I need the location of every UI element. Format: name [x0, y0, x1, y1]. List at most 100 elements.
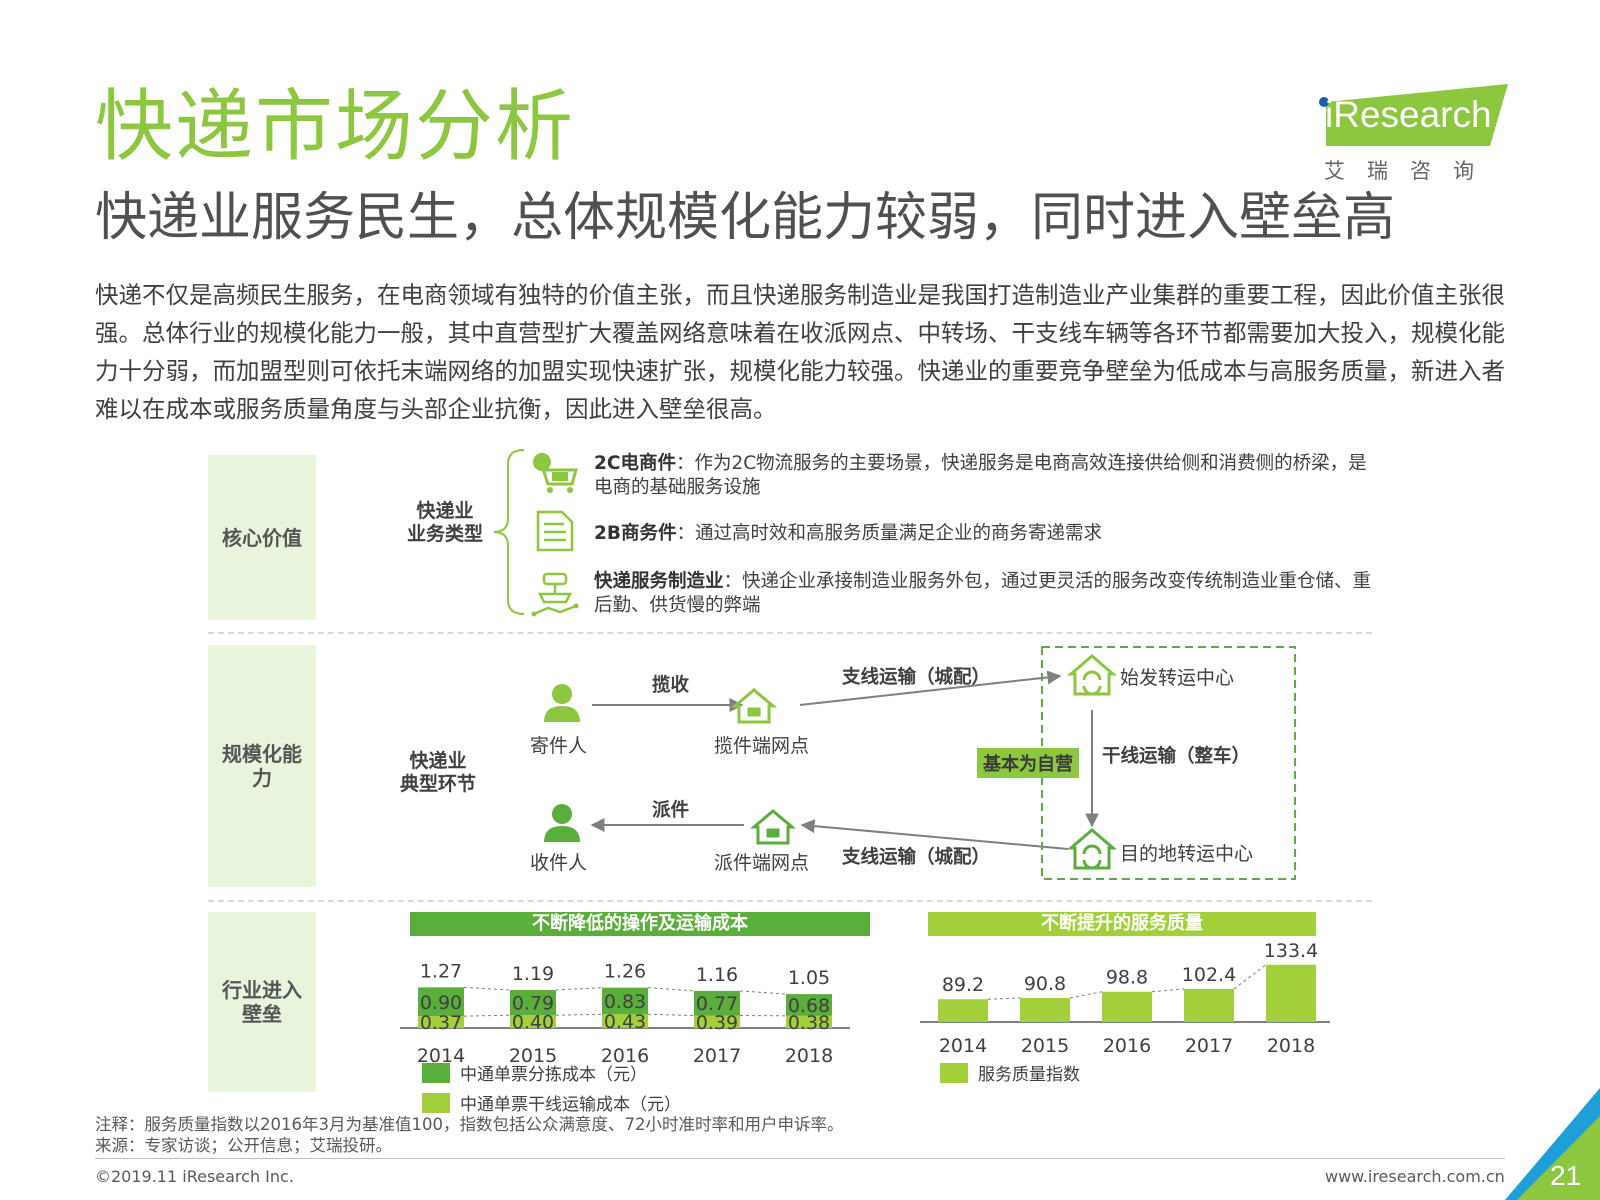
- bar-quality: [1020, 997, 1070, 1022]
- tick-label: 2015: [1021, 1035, 1069, 1057]
- bar-sorting: [786, 994, 832, 1016]
- brace-icon: [493, 449, 525, 615]
- branch-in-arrow: [800, 819, 1069, 850]
- pickup-point-label: 揽件端网点: [714, 735, 810, 757]
- deliver-label: 派件: [652, 800, 690, 821]
- tick-label: 2018: [1267, 1035, 1315, 1057]
- bar-quality: [1266, 964, 1316, 1022]
- data-label: 98.8: [1106, 967, 1148, 989]
- trunk-label: 干线运输（整车）: [1102, 746, 1251, 767]
- tick-label: 2018: [785, 1045, 833, 1067]
- connector-line: [463, 986, 511, 991]
- total-label: 1.05: [788, 967, 830, 989]
- tick-label: 2017: [693, 1045, 741, 1067]
- corner-decoration-icon: [1505, 1088, 1600, 1200]
- collect-label: 揽收: [652, 675, 690, 696]
- legend-label: 中通单票干线运输成本（元）: [460, 1095, 681, 1115]
- data-label: 0.83: [604, 991, 646, 1013]
- data-label: 133.4: [1264, 940, 1318, 962]
- logo-subtitle: 艾瑞咨询: [1324, 159, 1496, 183]
- branch-out-label: 支线运输（城配）: [842, 667, 991, 688]
- receiver-label: 收件人: [530, 852, 588, 874]
- data-label: 0.77: [696, 993, 738, 1015]
- delivery-point-icon: [749, 809, 797, 845]
- tick-label: 2014: [939, 1035, 987, 1057]
- data-label: 0.39: [696, 1012, 738, 1034]
- tick-label: 2015: [509, 1045, 557, 1067]
- cart-icon: [533, 453, 578, 493]
- legend-label: 中通单票分拣成本（元）: [460, 1065, 647, 1085]
- tick-label: 2014: [417, 1045, 465, 1067]
- business-type-label: 快递业 业务类型: [406, 500, 483, 545]
- total-label: 1.27: [420, 960, 462, 982]
- self-operated-box: [1041, 646, 1296, 880]
- bar-transport: [602, 1014, 648, 1028]
- page-title: 快递市场分析: [95, 82, 576, 172]
- bar-quality: [1102, 991, 1152, 1022]
- total-label: 1.26: [604, 961, 646, 983]
- footnote-note: 注释：服务质量指数以2016年3月为基准值100，指数包括公众满意度、72小时准…: [95, 1115, 844, 1134]
- bar-transport: [694, 1015, 740, 1028]
- pickup-point-icon: [730, 688, 778, 724]
- legend-item: 中通单票分拣成本（元）: [422, 1060, 647, 1085]
- tick-label: 2016: [1103, 1035, 1151, 1057]
- document-icon: [536, 510, 574, 552]
- total-label: 1.16: [696, 964, 738, 986]
- item-separator: ：: [723, 571, 743, 592]
- cost-chart-title: 不断降低的操作及运输成本: [410, 912, 870, 936]
- intro-paragraph: 快递不仅是高频民生服务，在电商领域有独特的价值主张，而且快递服务制造业是我国打造…: [95, 281, 1505, 423]
- item-separator: ：: [675, 453, 695, 474]
- total-label: 1.19: [512, 963, 554, 985]
- legend-item: 中通单票干线运输成本（元）: [422, 1090, 681, 1115]
- website: www.iresearch.com.cn: [1325, 1167, 1505, 1186]
- connector-line: [739, 990, 787, 995]
- bar-sorting: [602, 987, 648, 1015]
- copyright: ©2019.11 iResearch Inc.: [95, 1167, 294, 1186]
- branch-out-arrow: [799, 670, 1062, 706]
- origin-center-label: 始发转运中心: [1120, 667, 1235, 689]
- logo-text: iResearch: [1325, 94, 1492, 135]
- branch-in-label: 支线运输（城配）: [842, 847, 991, 868]
- bar-quality: [938, 999, 988, 1022]
- item-name: 2C电商件: [594, 453, 676, 474]
- data-label: 102.4: [1182, 964, 1236, 986]
- legend-label: 服务质量指数: [978, 1065, 1080, 1085]
- item-desc: 作为2C物流服务的主要场景，快递服务是电商高效连接供给侧和消费侧的桥梁，是电商的…: [594, 453, 1367, 498]
- connector-line: [555, 987, 603, 991]
- connector-line: [1233, 964, 1267, 990]
- legend-item: 服务质量指数: [940, 1060, 1080, 1085]
- footer-divider: [95, 1158, 1505, 1159]
- item-desc: 快递企业承接制造业服务外包，通过更灵活的服务改变传统制造业重仓储、重后勤、供货慢…: [594, 571, 1372, 616]
- item-name: 快递服务制造业: [594, 571, 724, 592]
- bar-transport: [786, 1015, 832, 1028]
- connector-line: [987, 997, 1021, 1000]
- section-label-barrier: 行业进入壁垒: [208, 912, 316, 1092]
- data-label: 0.38: [788, 1012, 830, 1034]
- data-label: 0.37: [420, 1012, 462, 1034]
- typical-link-label: 快递业 典型环节: [399, 750, 476, 795]
- bar-quality: [1184, 988, 1234, 1022]
- bar-transport: [418, 1016, 464, 1028]
- receiver-icon: [544, 804, 580, 842]
- self-operated-badge: 基本为自营: [977, 748, 1079, 778]
- data-label: 0.68: [788, 995, 830, 1017]
- sender-icon: [544, 684, 580, 722]
- quality-chart: 89.2201490.8201598.82016102.42017133.420…: [920, 940, 1330, 1057]
- legend-swatch: [422, 1062, 450, 1083]
- data-label: 0.90: [420, 992, 462, 1014]
- item-name: 2B商务件: [594, 523, 677, 544]
- bar-sorting: [510, 989, 556, 1016]
- connector-line: [1069, 991, 1103, 999]
- page-subtitle: 快递业服务民生，总体规模化能力较弱，同时进入壁垒高: [95, 188, 1396, 248]
- origin-center-icon: [1066, 654, 1118, 696]
- legend-swatch: [940, 1062, 968, 1083]
- connector-line: [555, 1013, 603, 1016]
- core-value-item: 2C电商件：作为2C物流服务的主要场景，快递服务是电商高效连接供给侧和消费侧的桥…: [594, 452, 1374, 500]
- core-value-item: 2B商务件：通过高时效和高服务质量满足企业的商务寄递需求: [594, 522, 1374, 546]
- core-value-item: 快递服务制造业：快递企业承接制造业服务外包，通过更灵活的服务改变传统制造业重仓储…: [594, 570, 1374, 618]
- page-number: 21: [1550, 1160, 1582, 1191]
- destination-center-label: 目的地转运中心: [1120, 843, 1254, 865]
- data-label: 0.79: [512, 993, 554, 1015]
- quality-chart-title: 不断提升的服务质量: [928, 912, 1316, 936]
